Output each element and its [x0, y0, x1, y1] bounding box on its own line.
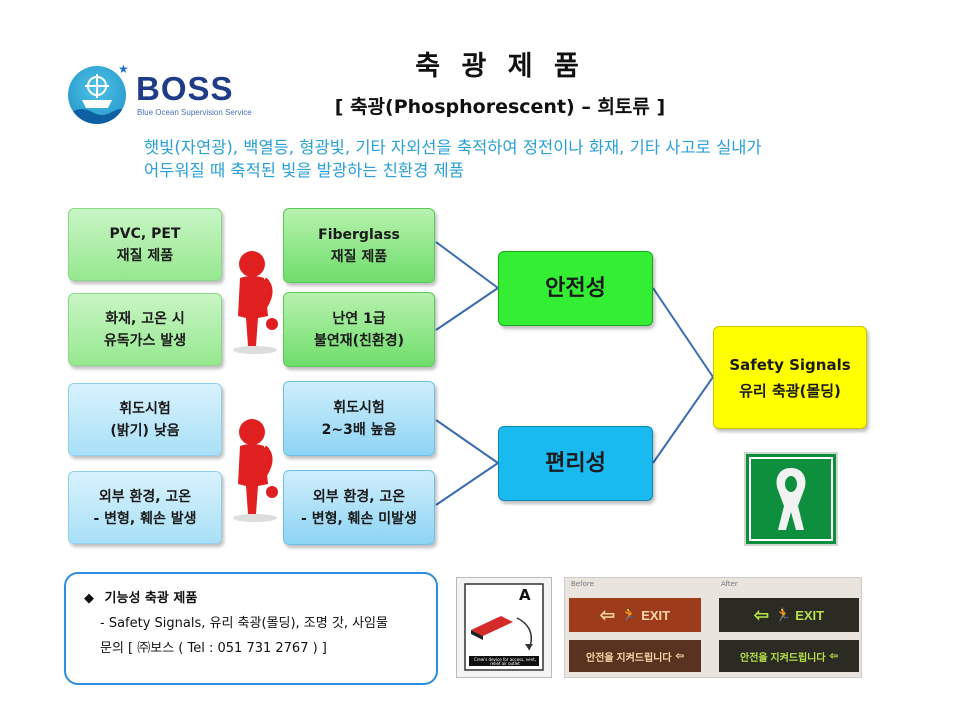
exit-sign-before: ⇦ 🏃 EXIT [569, 598, 701, 632]
box-low-luminance: 휘도시험 (밝기) 낮음 [68, 383, 222, 456]
page-title: 축 광 제 품 [415, 51, 585, 82]
safety-strip-after: 안전을 지켜드립니다 ⇦ [719, 640, 859, 672]
box-deformation: 외부 환경, 고온 - 변형, 훼손 발생 [68, 471, 222, 544]
box-no-deformation: 외부 환경, 고온 - 변형, 훼손 미발생 [283, 470, 435, 545]
exit-text: EXIT [641, 607, 671, 623]
info-box: ◆ 기능성 축광 제품 - Safety Signals, 유리 축광(몰딩),… [64, 572, 438, 685]
info-heading: ◆ 기능성 축광 제품 [84, 586, 418, 611]
safety-strip-text: 안전을 지켜드립니다 [586, 652, 672, 664]
description-line-2: 어두워질 때 축적된 빛을 발광하는 친환경 제품 [144, 161, 464, 180]
access-device-sign-image: A Crew's device for access, vent, relief… [456, 577, 552, 678]
exit-text: EXIT [795, 607, 825, 623]
box-line: 유독가스 발생 [103, 332, 187, 349]
box-high-luminance: 휘도시험 2~3배 높음 [283, 381, 435, 456]
box-line: PVC, PET [109, 225, 181, 242]
result-line-2: 유리 축광(몰딩) [739, 381, 841, 400]
info-heading-text: 기능성 축광 제품 [104, 591, 198, 606]
convenience-box: 편리성 [498, 426, 653, 501]
arrow-left-icon: ⇦ [675, 650, 684, 662]
description-line-1: 햇빛(자연광), 백열등, 형광빛, 기타 자외선을 축적하여 정전이나 화재,… [144, 138, 762, 157]
card-letter: A [519, 586, 531, 604]
thinking-figure-icon [228, 414, 282, 524]
diamond-bullet-icon: ◆ [84, 591, 94, 606]
info-line-1: - Safety Signals, 유리 축광(몰딩), 조명 갓, 사임물 [100, 616, 388, 631]
box-line: 화재, 고온 시 [105, 310, 185, 327]
info-line-2: 문의 [ ㈜보스 ( Tel : 051 731 2767 ) ] [100, 641, 327, 656]
after-label: After [721, 580, 738, 588]
box-pvc-pet: PVC, PET 재질 제품 [68, 208, 222, 281]
safety-strip-text: 안전을 지켜드립니다 [740, 652, 826, 664]
box-fiberglass: Fiberglass 재질 제품 [283, 208, 435, 283]
box-line: 휘도시험 [333, 399, 385, 416]
box-line: - 변형, 훼손 발생 [93, 510, 197, 527]
exit-sign-after: ⇦ 🏃 EXIT [719, 598, 859, 632]
star-icon: ★ [118, 62, 129, 76]
running-man-icon: 🏃 [621, 607, 638, 622]
arrow-left-icon: ⇦ [753, 604, 769, 625]
box-line: 재질 제품 [116, 247, 174, 264]
box-flame-retardant: 난연 1급 불연재(친환경) [283, 292, 435, 367]
arrow-left-icon: ⇦ [829, 650, 838, 662]
box-line: 외부 환경, 고온 [98, 488, 192, 505]
safety-box: 안전성 [498, 251, 653, 326]
arrow-left-icon: ⇦ [599, 604, 615, 625]
boss-logo-tagline: Blue Ocean Supervision Service [137, 108, 252, 117]
box-line: 외부 환경, 고온 [312, 488, 406, 505]
box-line: 불연재(친환경) [313, 332, 405, 349]
box-toxic-gas: 화재, 고온 시 유독가스 발생 [68, 293, 222, 366]
connector-luminance-convenience [435, 419, 499, 464]
box-line: (밝기) 낮음 [110, 422, 180, 439]
exit-sign-before-after-image: Before After ⇦ 🏃 EXIT ⇦ 🏃 EXIT 안전을 지켜드립니… [564, 577, 862, 678]
result-box: Safety Signals 유리 축광(몰딩) [713, 326, 867, 429]
page-subtitle: [ 축광(Phosphorescent) – 희토류 ] [334, 96, 666, 118]
card-caption: Crew's device for access, vent, relief a… [474, 657, 536, 666]
lifebuoy-sign-image [744, 452, 838, 546]
connector-flame-safety [435, 287, 499, 331]
box-line: - 변형, 훼손 미발생 [301, 510, 417, 527]
box-line: 휘도시험 [119, 400, 171, 417]
box-line: 재질 제품 [330, 248, 388, 265]
connector-environment-convenience [435, 462, 499, 506]
description: 햇빛(자연광), 백열등, 형광빛, 기타 자외선을 축적하여 정전이나 화재,… [144, 136, 864, 182]
running-man-icon: 🏃 [775, 607, 792, 622]
connector-fiberglass-safety [435, 241, 499, 289]
boss-logo-text: BOSS [136, 70, 234, 107]
before-label: Before [571, 580, 594, 588]
result-line-1: Safety Signals [729, 355, 851, 374]
box-line: 2~3배 높음 [321, 421, 397, 438]
connector-convenience-result [652, 376, 714, 464]
safety-strip-before: 안전을 지켜드립니다 ⇦ [569, 640, 701, 672]
connector-safety-result [652, 287, 714, 378]
boss-logo-emblem [68, 66, 126, 124]
box-line: Fiberglass [318, 226, 400, 243]
box-line: 난연 1급 [332, 310, 386, 327]
thinking-figure-icon [228, 246, 282, 356]
